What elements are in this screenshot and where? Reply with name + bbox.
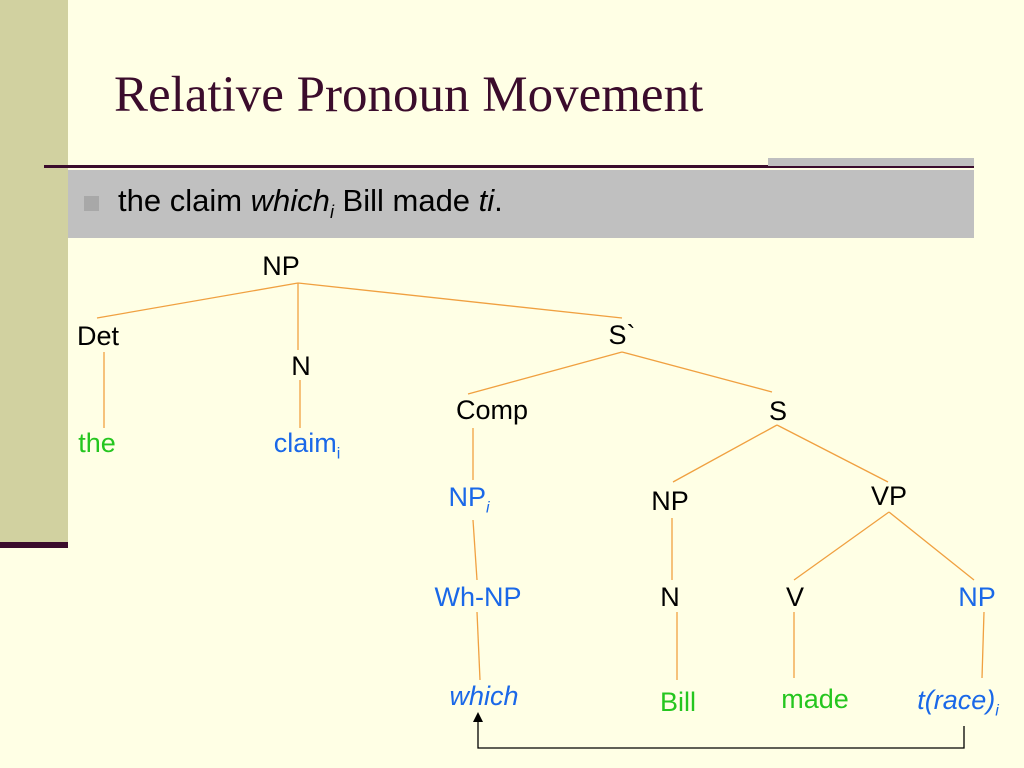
leaf-trace: t(race)i	[917, 685, 999, 720]
leaf-claim-text: claim	[273, 428, 337, 458]
node-n-bill: N	[660, 582, 680, 612]
branch-sbar-s	[621, 351, 773, 393]
node-np-i-index: i	[485, 499, 490, 517]
branch-whnp-which	[476, 611, 481, 681]
node-np-root: NP	[262, 251, 300, 281]
node-s-bar: S`	[608, 320, 636, 350]
slide-title: Relative Pronoun Movement	[114, 67, 704, 123]
bullet-trace: ti	[478, 183, 495, 218]
bullet-part1: the claim	[118, 183, 251, 218]
leaf-trace-text: t(race)	[917, 685, 996, 715]
branch-np-det	[96, 282, 299, 319]
node-s: S	[768, 396, 788, 426]
node-v: V	[785, 582, 805, 612]
node-np-subject: NP	[651, 486, 689, 516]
movement-arrow-line	[477, 720, 965, 749]
node-n: N	[291, 351, 311, 381]
leaf-made: made	[781, 684, 849, 714]
branch-npi-whnp	[472, 519, 478, 581]
sidebar-accent-line	[0, 542, 68, 548]
left-sidebar-bar	[0, 0, 68, 548]
bullet-which-index: i	[329, 202, 334, 223]
bullet-period: .	[494, 183, 503, 218]
branch-s-vp	[776, 424, 889, 483]
node-wh-np: Wh-NP	[434, 582, 522, 612]
movement-arrowhead	[473, 712, 483, 722]
branch-np-trace	[981, 611, 985, 679]
branch-s-npsubj	[672, 424, 778, 483]
bullet-band	[68, 170, 974, 238]
branch-vp-v	[793, 511, 890, 581]
node-vp: VP	[870, 481, 908, 511]
bullet-sentence: the claim whichi Bill made ti.	[118, 183, 503, 223]
node-det: Det	[76, 321, 120, 351]
bullet-part2: Bill made	[333, 183, 479, 218]
node-comp: Comp	[455, 395, 529, 425]
leaf-claim-index: i	[336, 445, 341, 463]
title-rule	[44, 165, 974, 168]
branch-sbar-comp	[467, 351, 623, 395]
node-np-i: NPi	[448, 482, 489, 517]
node-np-i-text: NP	[448, 482, 486, 512]
node-np-object: NP	[958, 582, 996, 612]
leaf-bill: Bill	[659, 687, 697, 717]
branch-vp-np	[888, 511, 975, 581]
leaf-which: which	[449, 681, 519, 711]
branch-np-sbar	[297, 282, 623, 319]
leaf-claim: claimi	[274, 428, 341, 463]
leaf-the: the	[78, 428, 116, 458]
leaf-trace-index: i	[995, 702, 999, 720]
rule-tab-decoration	[768, 158, 974, 166]
bullet-which: which	[250, 183, 330, 218]
bullet-square-icon	[84, 196, 99, 211]
